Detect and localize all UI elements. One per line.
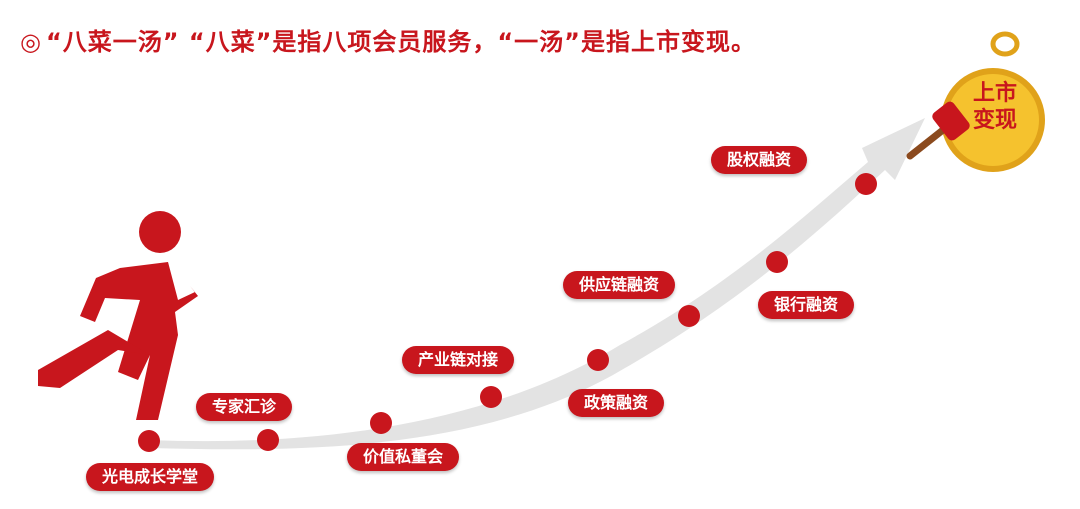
step-label-3: 价值私董会 [347,443,460,471]
step-label-6: 供应链融资 [563,271,676,299]
goal-label: 上市 变现 [950,80,1040,134]
goal-line-1: 上市 [972,81,1017,106]
gavel-icon [906,101,970,160]
step-label-7: 银行融资 [758,291,855,319]
running-person-icon [38,211,198,420]
step-dot [138,430,160,452]
step-dots [138,173,877,452]
step-dot [480,386,502,408]
goal-line-2: 变现 [972,108,1017,133]
step-dot [257,429,279,451]
step-dot [678,305,700,327]
step-label-5: 政策融资 [568,389,665,417]
step-dot [587,349,609,371]
heading-text: “八菜一汤” “八菜”是指八项会员服务，“一汤”是指上市变现。 [45,28,756,56]
step-dot [855,173,877,195]
step-dot [370,412,392,434]
gold-medal-icon [941,31,1045,172]
page-heading: ◎“八菜一汤” “八菜”是指八项会员服务，“一汤”是指上市变现。 [20,22,756,62]
step-label-4: 产业链对接 [402,346,515,374]
step-label-2: 专家汇诊 [196,393,293,421]
step-label-1: 光电成长学堂 [86,463,215,491]
step-label-8: 股权融资 [711,146,808,174]
step-dot [766,251,788,273]
circle-bullet-icon: ◎ [20,28,42,56]
